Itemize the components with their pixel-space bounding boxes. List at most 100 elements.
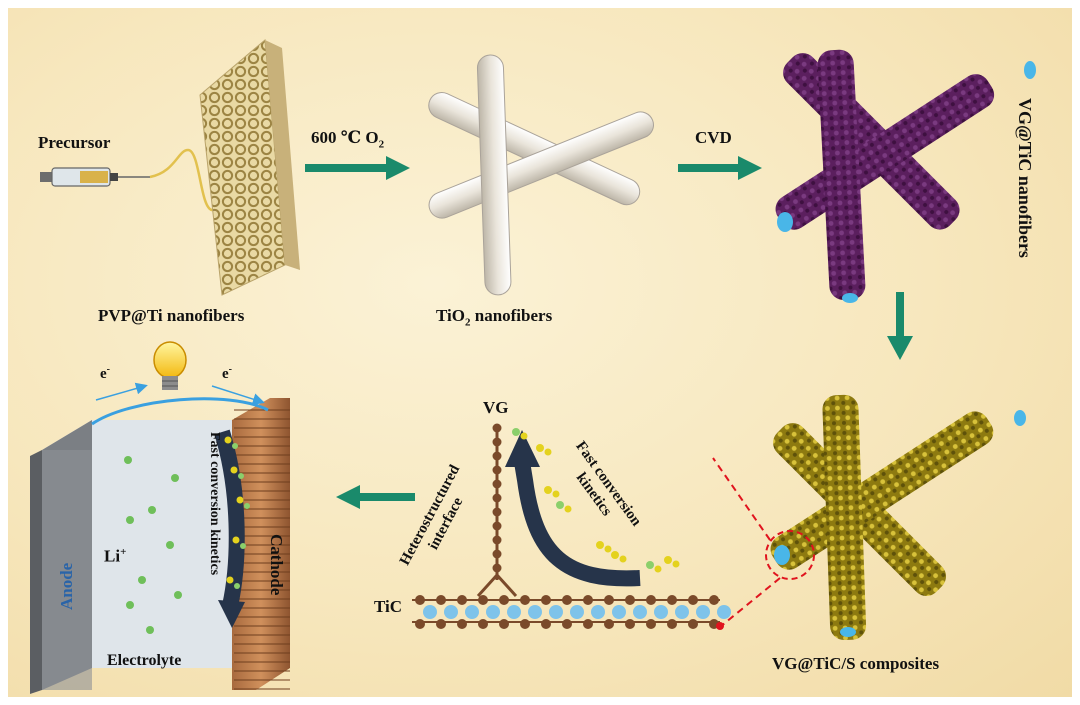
sulfur-atom [544,486,552,494]
sulfur-atom [536,444,544,452]
carbon-atom [562,595,572,605]
carbon-atom [492,521,502,531]
carbon-atom [415,595,425,605]
carbon-atom [667,595,677,605]
carbon-atom [604,619,614,629]
arrow-step-3 [887,292,913,360]
lithium-ion [124,456,132,464]
carbon-atom [478,595,488,605]
carbon-atom [520,619,530,629]
lithium-ion [138,576,146,584]
sulfur-atom [544,448,552,456]
e-right-text: e [222,366,229,382]
zoom-line-lower [719,577,781,628]
lithium-ion [174,591,182,599]
tio2-rest: nanofibers [470,306,553,325]
electron-right-label: e- [222,364,232,383]
tio2-subscript: 2 [464,316,471,329]
polysulfide-molecules [512,428,680,573]
e-right-sup: - [228,364,233,375]
sulfur-atom [520,432,528,440]
carbon-atom [457,619,467,629]
carbon-atom [492,507,502,517]
anode-label: Anode [57,562,76,610]
titanium-atom [465,605,479,619]
titanium-atom [633,605,647,619]
li-text: Li [104,546,121,566]
tio2-nanofibers [428,54,654,296]
carbon-atom [492,423,502,433]
sulfur-atom [232,443,238,449]
titanium-atom [486,605,500,619]
conversion-arrow-head [505,430,540,467]
cell-kinetics-arrow [214,429,245,608]
lightbulb-icon [153,341,187,390]
carbon-atom [625,595,635,605]
zoom-anchor-dot [716,622,724,630]
arrow-step-4 [336,485,415,509]
titanium-atom [423,605,437,619]
vg-chain [476,423,518,598]
titanium-atom [654,605,668,619]
sulfur-atom [230,466,238,474]
li-superscript: + [120,546,127,558]
titanium-atom [675,605,689,619]
sulfur-atom [244,503,250,509]
vg-tic-s-label: VG@TiC/S composites [772,654,940,673]
electron-arrow-left [95,382,148,401]
carbon-atom [583,619,593,629]
lithium-ion [146,626,154,634]
sulfur-atom [564,505,572,513]
conversion-arrow [514,460,641,587]
carbon-atom [492,479,502,489]
vg-tic-nanofibers-label: VG@TiC nanofibers [1015,98,1035,258]
titanium-atom [570,605,584,619]
carbon-atom [457,595,467,605]
carbon-atom [541,595,551,605]
lithium-ion [171,474,179,482]
mesh-side [265,40,300,270]
sulfur-atom [232,536,240,544]
lithium-ion [126,516,134,524]
electron-left-label: e- [100,364,110,383]
pvp-fibers-label: PVP@Ti nanofibers [98,306,245,325]
carbon-atom [436,595,446,605]
sulfur-atom [604,545,612,553]
sulfur-atom [240,543,246,549]
electrolyte-label: Electrolyte [107,652,182,669]
lithium-ion [148,506,156,514]
carbon-atom [709,595,719,605]
battery-cell [30,398,290,694]
vg-tic-s-composites [770,394,1026,640]
carbon-atom [646,619,656,629]
sulfur-atom [224,436,232,444]
carbon-atom [541,619,551,629]
step1-label: 600 ℃ O2 [311,128,384,150]
cvd-label: CVD [695,128,732,147]
sulfur-atom [654,565,662,573]
carbon-atom [625,619,635,629]
sulfur-atom [596,541,604,549]
arrow-step-2 [678,156,762,180]
carbon-atom [688,595,698,605]
carbon-atom [667,619,677,629]
step1-subscript: 2 [378,138,385,151]
carbon-atom [499,619,509,629]
sulfur-atom [664,556,672,564]
sulfur-atom [226,576,234,584]
carbon-atom [492,451,502,461]
vg-tic-nanofibers [775,49,1036,303]
titanium-atom [549,605,563,619]
carbon-atom [492,493,502,503]
arrow-step-1 [305,156,410,180]
carbon-atom [478,619,488,629]
carbon-atom [492,437,502,447]
carbon-atom [492,465,502,475]
titanium-atom [528,605,542,619]
zoom-line-upper [712,457,771,541]
carbon-atom [562,619,572,629]
vg-label: VG [483,398,509,417]
carbon-atom [415,619,425,629]
